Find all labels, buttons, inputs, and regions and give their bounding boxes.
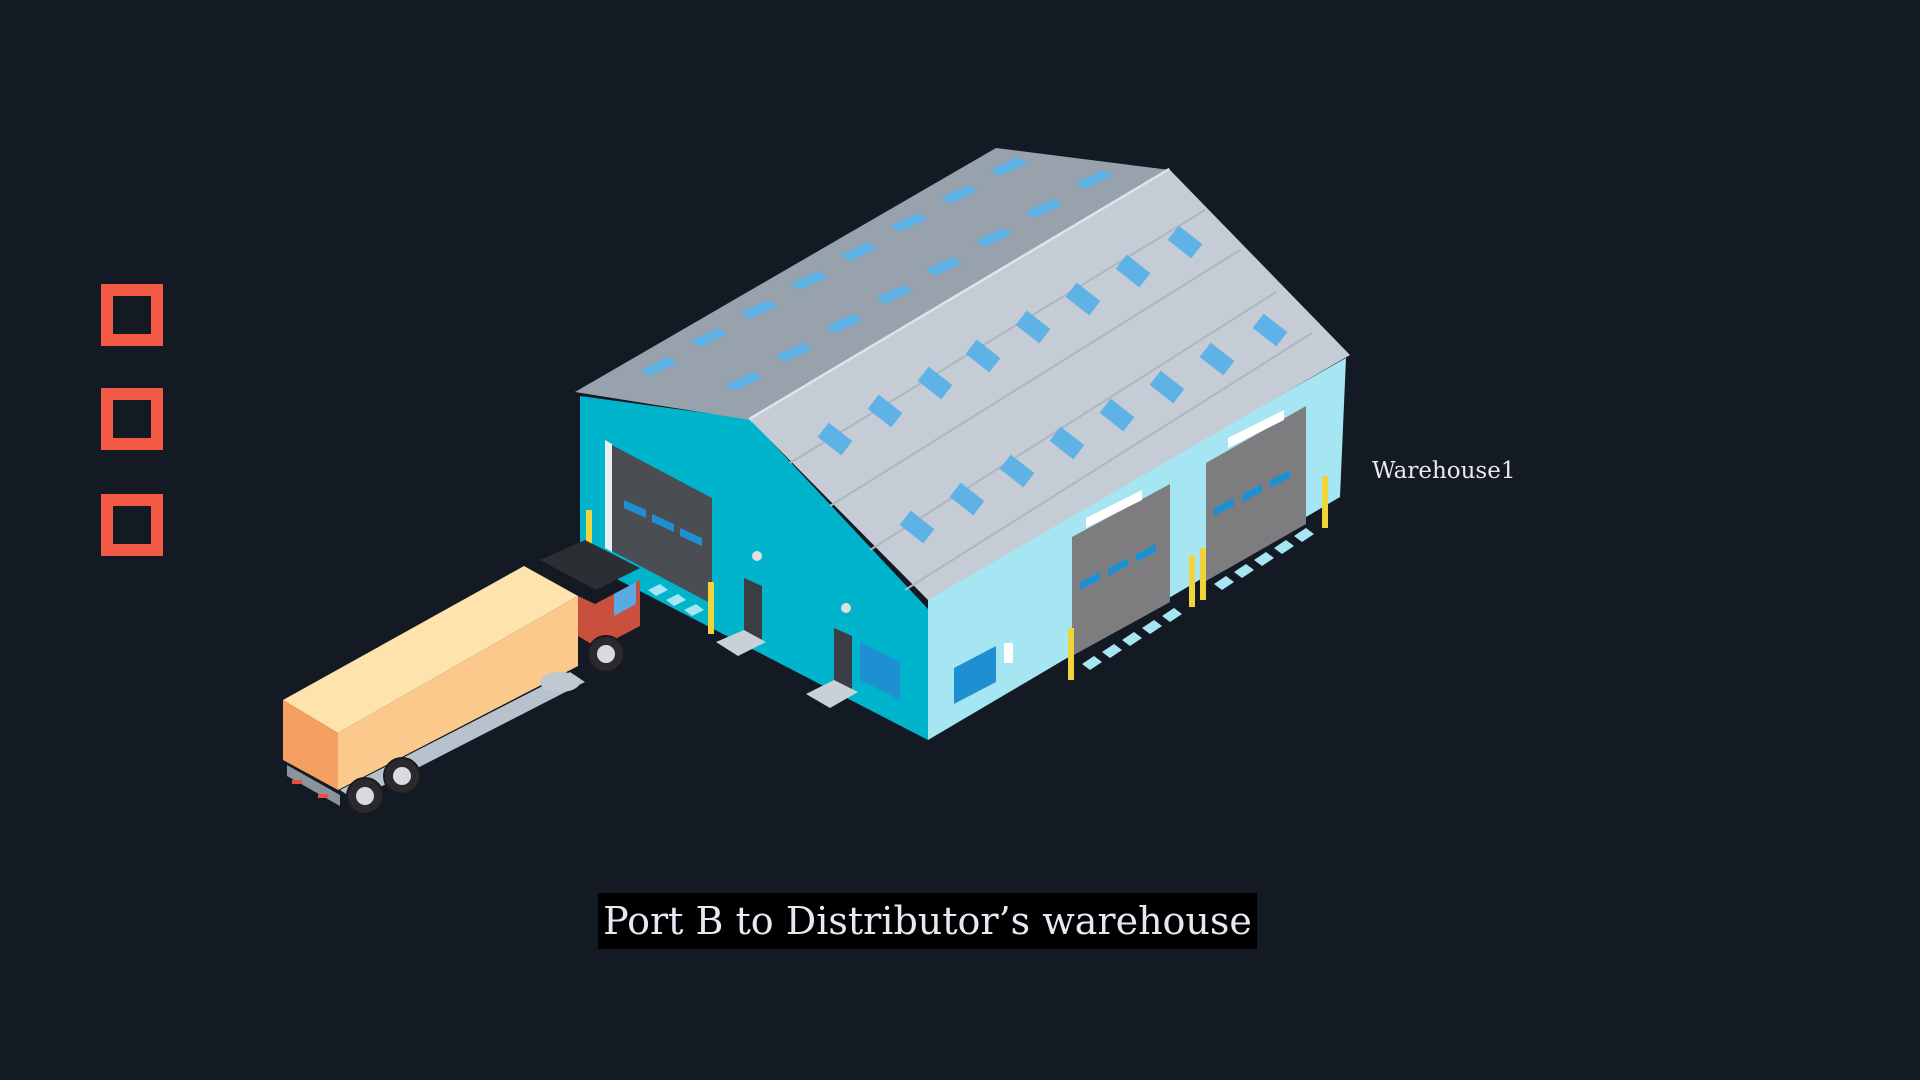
route-caption: Port B to Distributor’s warehouse xyxy=(598,893,1257,949)
step-3-indicator[interactable] xyxy=(101,494,163,556)
warehouse-label: Warehouse1 xyxy=(1372,458,1516,484)
truck xyxy=(283,540,640,815)
warehouse-building xyxy=(575,148,1350,740)
step-1-indicator[interactable] xyxy=(101,284,163,346)
step-2-indicator[interactable] xyxy=(101,388,163,450)
